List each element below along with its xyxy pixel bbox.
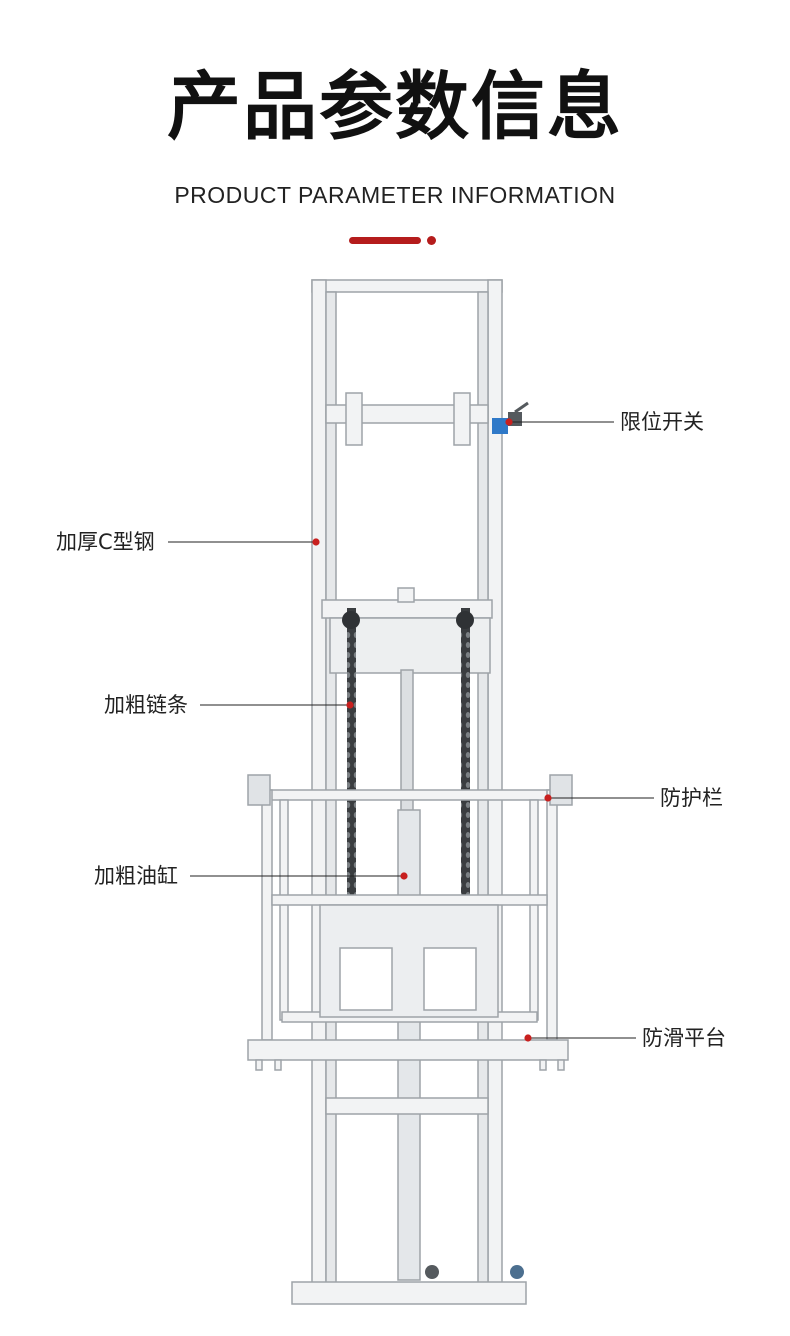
callout-guardrail: 防护栏 bbox=[660, 786, 723, 810]
callout-cylinder: 加粗油缸 bbox=[94, 864, 178, 888]
callout-limit-switch: 限位开关 bbox=[620, 410, 704, 434]
anti-slip-platform bbox=[247, 1039, 569, 1071]
title-divider-dot bbox=[427, 236, 436, 245]
page-title: 产品参数信息 bbox=[167, 64, 623, 150]
callout-c-steel: 加厚C型钢 bbox=[56, 530, 155, 554]
page-subtitle: PRODUCT PARAMETER INFORMATION bbox=[174, 182, 616, 208]
callout-platform: 防滑平台 bbox=[642, 1026, 726, 1050]
title-divider-bar bbox=[349, 237, 421, 244]
callout-leaders bbox=[168, 421, 654, 1039]
callout-chain: 加粗链条 bbox=[104, 693, 188, 717]
lift-chains bbox=[342, 608, 474, 923]
base-fittings bbox=[425, 1265, 524, 1279]
callout-markers bbox=[312, 418, 552, 1042]
